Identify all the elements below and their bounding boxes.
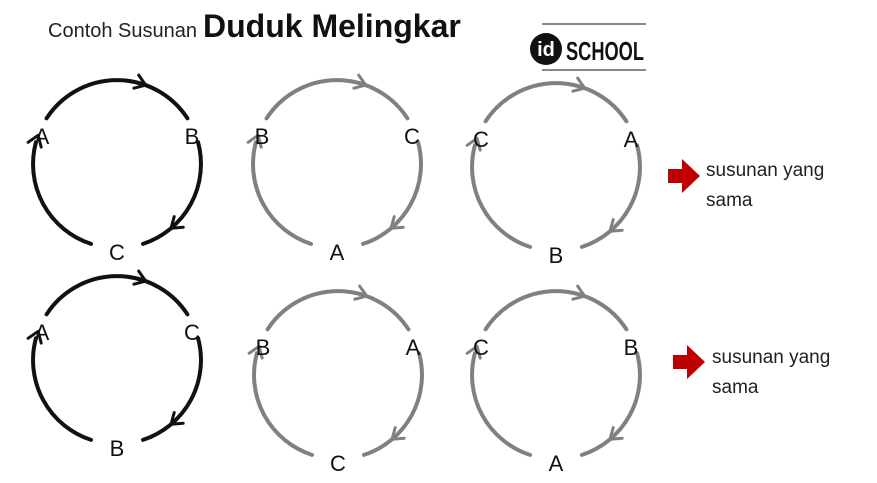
direction-arrow-icon (571, 284, 587, 301)
circle-arc (483, 81, 629, 124)
circle-arc (580, 143, 642, 249)
label-bottom: A (330, 240, 345, 265)
circle-arc (264, 78, 410, 121)
direction-arrow-icon (571, 76, 587, 93)
note-line-2: sama (706, 190, 753, 211)
arrangement-1-1: A B C (26, 73, 203, 265)
circle-arc (31, 140, 93, 246)
label-bottom: C (109, 240, 125, 265)
label-bottom: B (110, 436, 125, 461)
arrangement-2-2: B A C (247, 284, 424, 476)
direction-arrow-icon (247, 344, 264, 360)
label-upper-left: A (35, 320, 50, 345)
circle-arc (31, 336, 93, 442)
circle-arc (362, 351, 424, 457)
label-upper-left: A (35, 124, 50, 149)
note-row-1: susunan yang sama (706, 156, 824, 216)
label-bottom: C (330, 451, 346, 476)
label-upper-right: B (185, 124, 200, 149)
direction-arrow-icon (169, 411, 185, 426)
logo-id-text: id (537, 39, 555, 61)
circle-arc (44, 274, 190, 317)
circle-arc (265, 289, 411, 332)
note-line-1: susunan yang (712, 347, 831, 368)
label-upper-left: B (255, 124, 270, 149)
direction-arrow-icon (465, 344, 482, 360)
circle-arc (252, 351, 314, 457)
label-upper-right: C (184, 320, 200, 345)
red-arrow-icon (673, 345, 705, 379)
circle-arc (361, 140, 423, 246)
note-line-2: sama (712, 377, 759, 398)
direction-arrow-icon (608, 218, 624, 233)
direction-arrow-icon (246, 133, 263, 149)
circle-arc (251, 140, 313, 246)
arrangement-1-2: B C A (246, 73, 423, 265)
direction-arrow-icon (353, 284, 369, 301)
label-upper-right: B (624, 335, 639, 360)
title-main: Duduk Melingkar (203, 8, 461, 44)
circle-arc (141, 336, 203, 442)
circle-arc (483, 289, 629, 332)
direction-arrow-icon (132, 269, 148, 286)
direction-arrow-icon (608, 426, 624, 441)
arrangement-2-3: C B A (465, 284, 642, 476)
direction-arrow-icon (389, 215, 405, 230)
logo-school-text: SCHOOL (566, 36, 644, 66)
arrangement-2-1: A C B (26, 269, 203, 461)
label-upper-right: A (406, 335, 421, 360)
direction-arrow-icon (352, 73, 368, 90)
note-line-1: susunan yang (706, 160, 825, 181)
direction-arrow-icon (132, 73, 148, 90)
circle-arc (470, 143, 532, 249)
circle-arc (141, 140, 203, 246)
direction-arrow-icon (465, 136, 482, 152)
idschool-logo: id SCHOOL (530, 23, 646, 71)
page-title: Contoh Susunan Duduk Melingkar (48, 8, 461, 48)
title-prefix: Contoh Susunan (48, 20, 198, 42)
label-bottom: A (549, 451, 564, 476)
label-upper-left: C (473, 335, 489, 360)
circle-arc (580, 351, 642, 457)
label-upper-left: C (473, 127, 489, 152)
circle-arc (44, 78, 190, 121)
label-upper-left: B (256, 335, 271, 360)
direction-arrow-icon (390, 426, 406, 441)
circle-arc (470, 351, 532, 457)
label-upper-right: A (624, 127, 639, 152)
arrangement-1-3: C A B (465, 76, 642, 268)
red-arrow-icon (668, 159, 700, 193)
label-bottom: B (549, 243, 564, 268)
note-row-2: susunan yang sama (712, 343, 830, 403)
direction-arrow-icon (26, 133, 43, 149)
direction-arrow-icon (169, 215, 185, 230)
label-upper-right: C (404, 124, 420, 149)
direction-arrow-icon (26, 329, 43, 345)
